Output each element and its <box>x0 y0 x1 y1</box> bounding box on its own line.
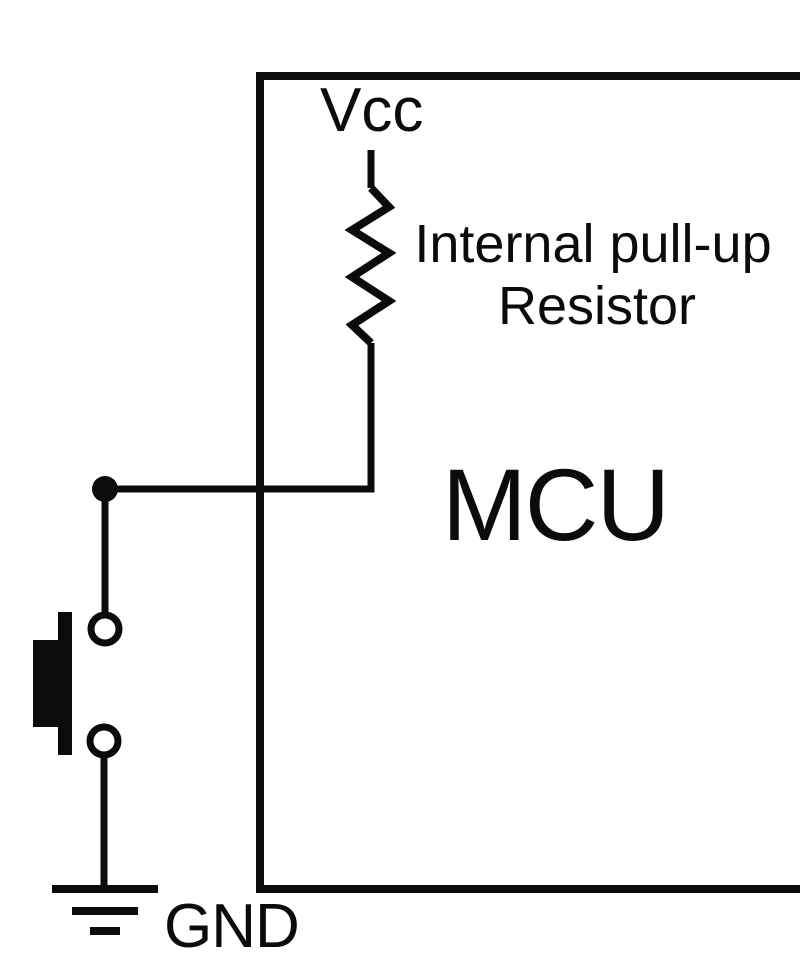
pullup-label-line1: Internal pull-up <box>414 214 771 274</box>
ground-symbol <box>52 885 158 935</box>
button-cap <box>33 640 65 727</box>
pushbutton-actuator <box>33 612 72 755</box>
resistor-symbol <box>344 185 397 346</box>
button-contact-top <box>87 611 123 647</box>
vcc-label: Vcc <box>320 76 423 145</box>
mcu-label: MCU <box>442 448 668 562</box>
gnd-label: GND <box>164 892 299 961</box>
pullup-label-line2: Resistor <box>498 276 696 336</box>
mcu-box <box>256 72 800 893</box>
wire-resistor-to-junction <box>105 343 375 493</box>
button-contact-bottom <box>86 723 122 759</box>
